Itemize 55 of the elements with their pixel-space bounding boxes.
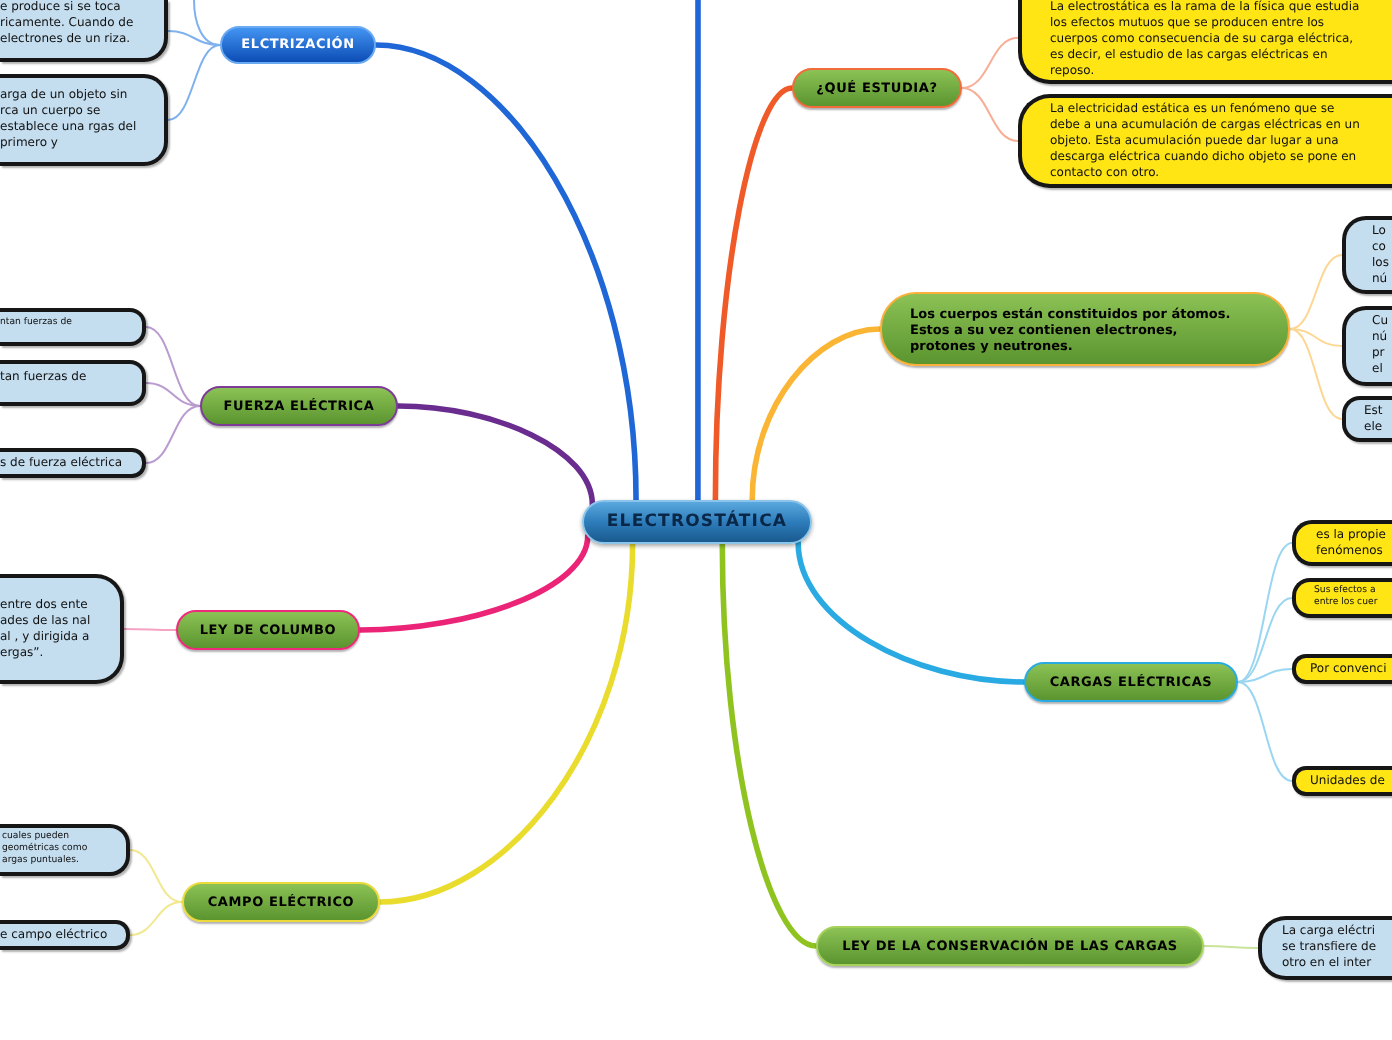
note-box <box>0 448 146 478</box>
branch-topic-pill <box>176 610 360 650</box>
note-box <box>1292 766 1392 796</box>
note-box <box>1292 520 1392 566</box>
note-box <box>0 574 124 684</box>
branch-connector <box>1237 668 1293 683</box>
branch-topic-pill <box>1024 662 1238 702</box>
branch-topic-pill <box>200 386 398 426</box>
note-box <box>0 308 146 346</box>
branch-connector <box>961 87 1019 142</box>
branch-connector <box>1289 328 1343 347</box>
note-box <box>1342 216 1392 294</box>
branch-connector <box>1237 542 1293 683</box>
branch-connector <box>1203 945 1259 949</box>
note-box <box>1292 578 1392 618</box>
note-box <box>1292 654 1392 684</box>
branch-connector <box>129 901 183 936</box>
note-box <box>1018 94 1392 188</box>
branch-connector <box>145 326 201 407</box>
branch-connector <box>373 42 639 503</box>
branch-topic-pill <box>816 926 1204 966</box>
branch-connector <box>395 403 596 508</box>
branch-connector <box>695 0 701 503</box>
branch-connector <box>123 628 177 631</box>
central-topic-title: ELECTROSTÁTICA <box>606 509 788 535</box>
note-box <box>1342 396 1392 442</box>
central-topic-pill <box>582 500 812 544</box>
branch-connector <box>357 533 591 633</box>
branch-connector <box>129 849 183 903</box>
note-box <box>0 0 168 62</box>
note-box <box>0 360 146 406</box>
note-box <box>1018 0 1392 84</box>
branch-topic-pill <box>880 292 1290 366</box>
note-box <box>0 824 130 876</box>
branch-connector <box>1289 328 1343 420</box>
branch-connector <box>145 382 201 407</box>
note-box <box>0 920 130 950</box>
branch-connector <box>145 405 201 464</box>
branch-connector <box>1289 254 1343 330</box>
branch-connector <box>193 0 221 46</box>
branch-connector <box>961 36 1019 89</box>
branch-connector <box>167 44 221 121</box>
branch-connector <box>795 540 1027 685</box>
note-box <box>1258 916 1392 980</box>
branch-connector <box>749 326 883 503</box>
branch-connector <box>377 541 636 905</box>
branch-topic-pill <box>220 26 376 64</box>
branch-connector <box>719 541 819 949</box>
note-box <box>0 74 168 166</box>
branch-connector <box>1237 597 1293 683</box>
branch-topic-pill <box>182 882 380 922</box>
branch-topic-pill <box>792 68 962 108</box>
branch-connector <box>712 85 795 503</box>
note-box <box>1342 306 1392 386</box>
branch-connector <box>1237 681 1293 782</box>
